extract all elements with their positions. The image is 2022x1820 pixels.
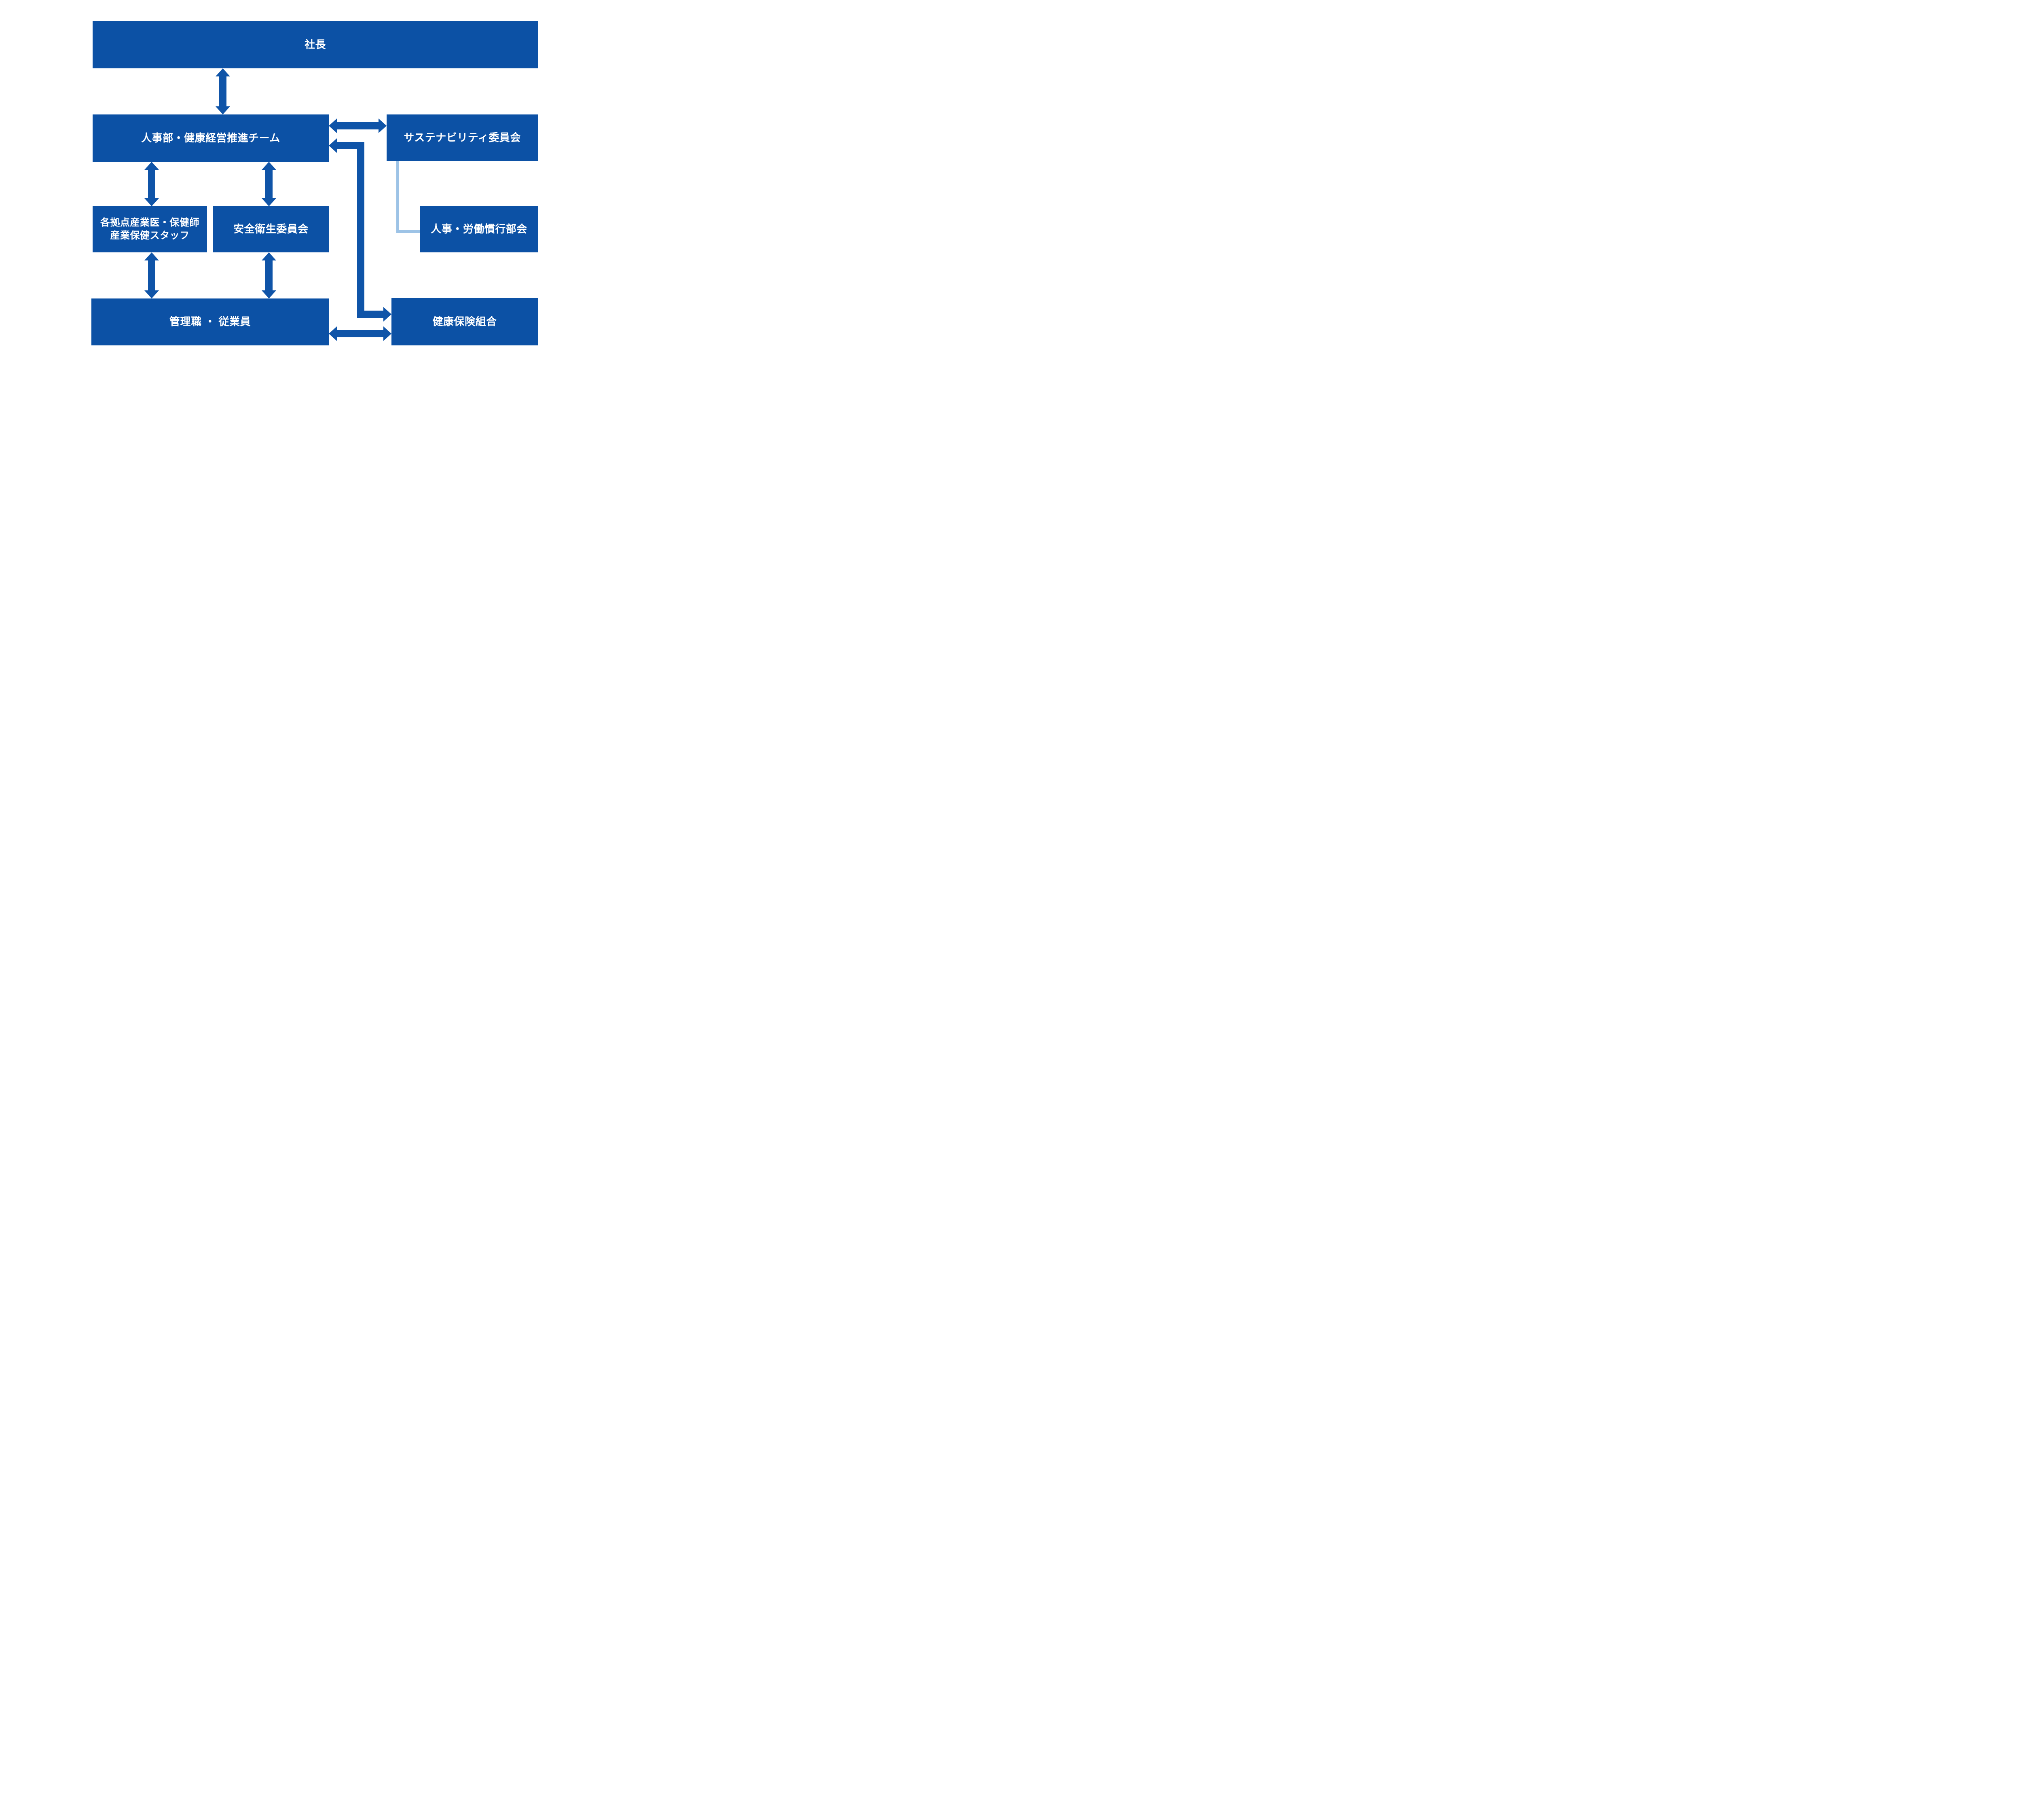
box-occupational-health-staff-label: 各拠点産業医・保健師 産業保健スタッフ xyxy=(100,217,199,241)
connectors-layer xyxy=(144,68,420,341)
arrow-hr-occ-health xyxy=(144,162,159,206)
box-health-insurance-association-label: 健康保険組合 xyxy=(432,315,497,328)
arrow-occ-health-employees xyxy=(144,252,159,298)
box-hr-team-label: 人事部・健康経営推進チーム xyxy=(141,131,280,144)
arrow-health-insurance-hr-elbow xyxy=(329,138,391,322)
box-managers-employees-label: 管理職 ・ 従業員 xyxy=(169,315,251,328)
box-labor-practices-subcommittee-label: 人事・労働慣行部会 xyxy=(431,222,527,235)
connector-sustainability-labor-subcommittee xyxy=(396,161,420,233)
arrow-employees-health-insurance xyxy=(329,326,391,341)
box-president-label: 社長 xyxy=(304,38,326,51)
box-safety-committee-label: 安全衛生委員会 xyxy=(233,223,309,235)
arrow-hr-sustainability xyxy=(329,119,387,133)
box-managers-employees: 管理職 ・ 従業員 xyxy=(91,298,329,345)
box-safety-committee: 安全衛生委員会 xyxy=(213,206,329,252)
box-president: 社長 xyxy=(93,21,538,68)
arrow-hr-safety xyxy=(262,162,276,206)
box-hr-team: 人事部・健康経営推進チーム xyxy=(93,114,329,162)
box-sustainability-label: サステナビリティ委員会 xyxy=(404,131,521,144)
box-occupational-health-staff: 各拠点産業医・保健師 産業保健スタッフ xyxy=(93,206,207,252)
arrow-president-hr xyxy=(216,68,230,114)
arrow-safety-employees xyxy=(262,252,276,298)
box-health-insurance-association: 健康保険組合 xyxy=(391,298,538,345)
box-labor-practices-subcommittee: 人事・労働慣行部会 xyxy=(420,206,538,252)
box-sustainability-committee: サステナビリティ委員会 xyxy=(387,114,538,161)
org-chart: 社長 人事部・健康経営推進チーム サステナビリティ委員会 各拠点産業医・保健師 … xyxy=(0,0,647,364)
